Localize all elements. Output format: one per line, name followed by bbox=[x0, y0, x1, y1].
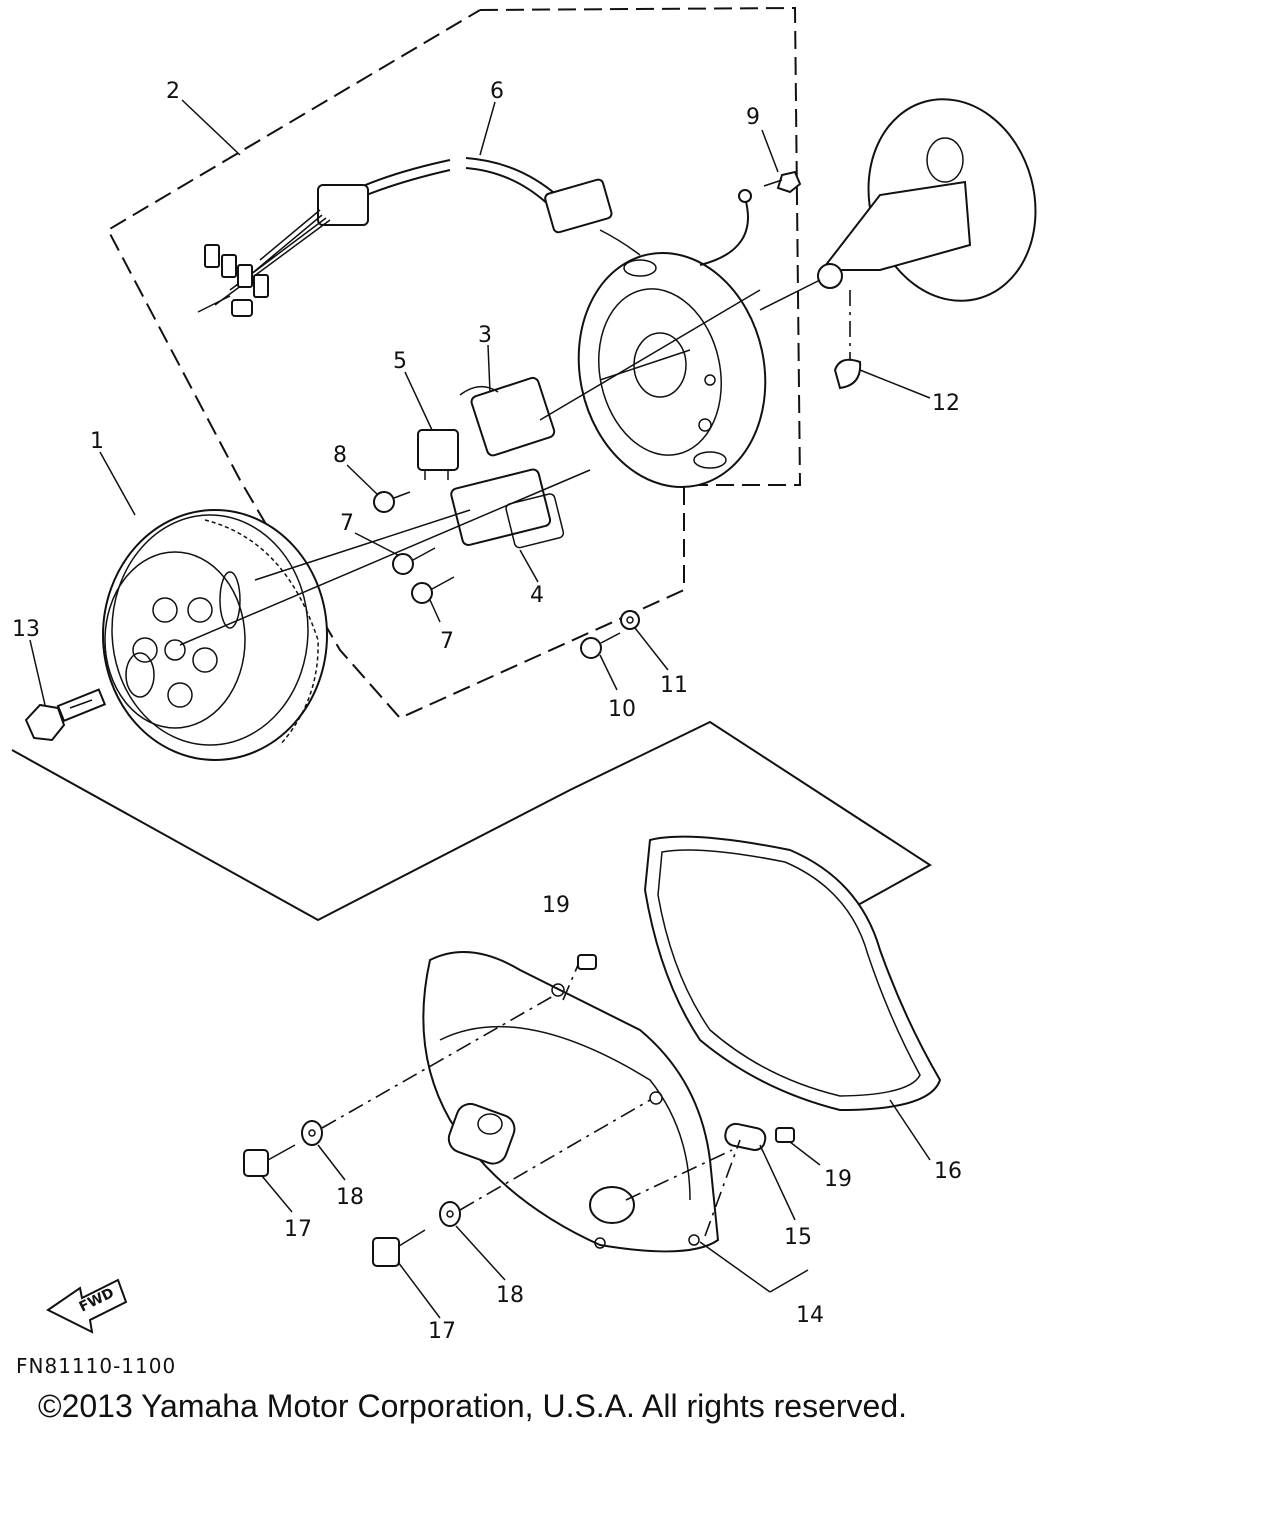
callout-labels: 1 2 3 4 5 6 7 7 8 9 10 11 12 13 14 15 16… bbox=[12, 79, 962, 1344]
flywheel-bolt bbox=[24, 688, 107, 742]
flywheel-rotor bbox=[102, 509, 328, 761]
dowel-pin-right bbox=[775, 1127, 795, 1143]
copyright-notice: ©2013 Yamaha Motor Corporation, U.S.A. A… bbox=[38, 1388, 908, 1424]
forward-direction-arrow: FWD bbox=[46, 1278, 128, 1334]
plate-screw bbox=[580, 632, 621, 659]
callout-19-upper: 19 bbox=[542, 893, 570, 918]
crankcase-boss bbox=[817, 98, 1037, 302]
coil-screw bbox=[373, 491, 411, 513]
stator-lead-wire bbox=[197, 157, 641, 317]
stator-assembly-outline bbox=[106, 6, 802, 720]
callout-17-lower: 17 bbox=[428, 1319, 456, 1344]
callout-11: 11 bbox=[660, 673, 688, 698]
charge-coil bbox=[459, 376, 556, 457]
callout-19-lower: 19 bbox=[824, 1167, 852, 1192]
callout-2: 2 bbox=[166, 79, 180, 104]
cover-washer-lower bbox=[439, 1201, 461, 1227]
cover-gasket bbox=[643, 835, 942, 1112]
callout-15: 15 bbox=[784, 1225, 812, 1250]
callout-13: 13 bbox=[12, 617, 40, 642]
callout-3: 3 bbox=[478, 323, 492, 348]
callout-7-upper: 7 bbox=[340, 511, 354, 536]
stator-base-plate bbox=[577, 252, 767, 488]
callout-14: 14 bbox=[796, 1303, 824, 1328]
lighting-coil bbox=[417, 429, 459, 480]
dowel-pin bbox=[577, 954, 597, 970]
leader-lines bbox=[29, 99, 931, 1319]
cover-washer-upper bbox=[301, 1120, 323, 1146]
crankcase-cover bbox=[422, 951, 720, 1253]
ground-lead bbox=[699, 189, 752, 266]
callout-12: 12 bbox=[932, 391, 960, 416]
callout-4: 4 bbox=[530, 583, 544, 608]
coil-screw-lower bbox=[411, 576, 455, 604]
callout-8: 8 bbox=[333, 443, 347, 468]
callout-5: 5 bbox=[393, 349, 407, 374]
collar bbox=[724, 1122, 767, 1151]
woodruff-key bbox=[833, 358, 862, 390]
cover-bolt-lower bbox=[372, 1229, 426, 1267]
pulser-coil-assembly bbox=[450, 468, 565, 549]
plate-washer bbox=[620, 610, 640, 630]
callout-7-lower: 7 bbox=[440, 629, 454, 654]
callout-10: 10 bbox=[608, 697, 636, 722]
alignment-lines bbox=[179, 279, 851, 1237]
callout-6: 6 bbox=[490, 79, 504, 104]
callout-17-upper: 17 bbox=[284, 1217, 312, 1242]
diagram-reference-code: FN81110-1100 bbox=[16, 1354, 177, 1378]
callout-9: 9 bbox=[746, 105, 760, 130]
callout-1: 1 bbox=[90, 429, 104, 454]
cover-assembly-outline bbox=[11, 720, 932, 922]
callout-18-upper: 18 bbox=[336, 1185, 364, 1210]
ground-screw bbox=[763, 170, 802, 194]
coil-screw-upper bbox=[392, 547, 436, 575]
callout-18-lower: 18 bbox=[496, 1283, 524, 1308]
cover-bolt-upper bbox=[243, 1144, 296, 1177]
callout-16: 16 bbox=[934, 1159, 962, 1184]
